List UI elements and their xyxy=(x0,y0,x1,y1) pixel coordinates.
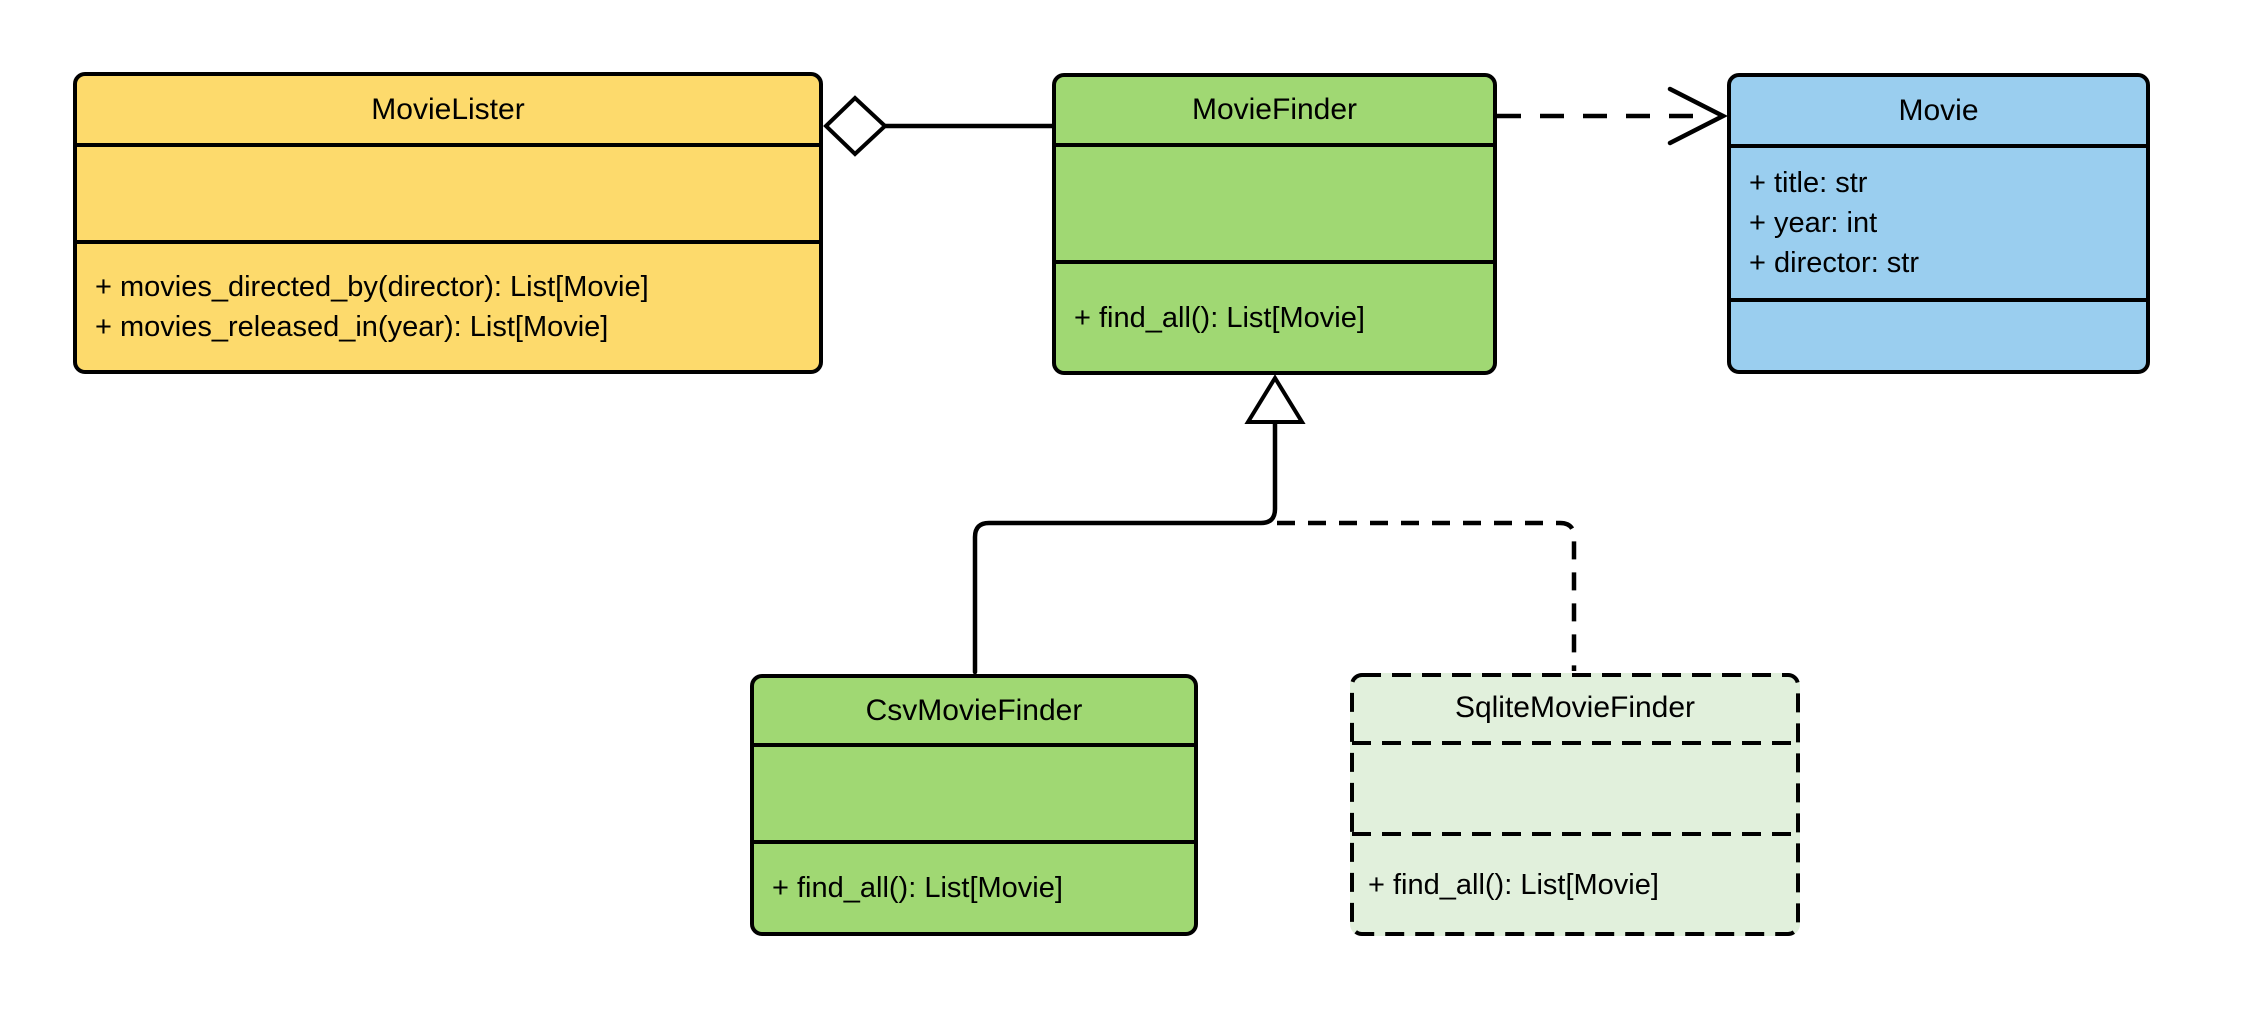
open-arrowhead-marker xyxy=(1667,86,1728,146)
method-label: + find_all(): List[Movie] xyxy=(1368,869,1659,901)
inheritance-line-solid[interactable] xyxy=(972,419,1278,675)
class-movie-title: Movie xyxy=(1731,77,2146,144)
method-label: + find_all(): List[Movie] xyxy=(772,872,1063,904)
method-label: + find_all(): List[Movie] xyxy=(1074,301,1365,334)
class-moviefinder[interactable]: MovieFinder + find_all(): List[Movie] xyxy=(1052,73,1497,375)
edge-inheritance-sqlitemoviefinder-moviefinder[interactable] xyxy=(1277,520,1577,671)
class-name-label: SqliteMovieFinder xyxy=(1454,691,1696,724)
class-movie-attributes: + title: str + year: int + director: str xyxy=(1731,144,2146,298)
class-movielister-title: MovieLister xyxy=(77,76,819,143)
hollow-triangle-marker xyxy=(1244,374,1306,424)
class-movie-methods xyxy=(1731,298,2146,370)
class-csvmoviefinder[interactable]: CsvMovieFinder + find_all(): List[Movie] xyxy=(750,674,1198,936)
method-label: + movies_released_in(year): List[Movie] xyxy=(95,311,609,343)
class-movielister[interactable]: MovieLister + movies_directed_by(directo… xyxy=(73,72,823,374)
class-name-label: MovieFinder xyxy=(1191,93,1358,126)
sqlitemoviefinder-dashed-border xyxy=(1350,673,1800,936)
class-movie[interactable]: Movie + title: str + year: int + directo… xyxy=(1727,73,2150,374)
class-moviefinder-attributes xyxy=(1056,143,1493,260)
class-name-label: MovieLister xyxy=(371,92,525,126)
class-moviefinder-methods: + find_all(): List[Movie] xyxy=(1056,260,1493,371)
class-sqlitemoviefinder[interactable]: SqliteMovieFinder + find_all(): List[Mov… xyxy=(1350,673,1800,936)
class-movielister-attributes xyxy=(77,143,819,240)
class-sqlitemoviefinder-title: SqliteMovieFinder xyxy=(1350,673,1800,743)
attribute-label: + director: str xyxy=(1749,247,1920,279)
class-name-label: CsvMovieFinder xyxy=(865,693,1083,727)
class-csvmoviefinder-attributes xyxy=(754,743,1194,840)
class-csvmoviefinder-methods: + find_all(): List[Movie] xyxy=(754,840,1194,932)
edge-dependency-moviefinder-movie[interactable] xyxy=(1497,86,1728,146)
attribute-label: + year: int xyxy=(1749,207,1878,239)
hollow-diamond-marker xyxy=(823,95,888,157)
class-name-label: Movie xyxy=(1898,93,1979,127)
edge-aggregation-movielister-moviefinder[interactable] xyxy=(823,95,1052,157)
method-label: + movies_directed_by(director): List[Mov… xyxy=(95,271,649,303)
class-sqlitemoviefinder-methods: + find_all(): List[Movie] xyxy=(1350,834,1800,936)
dashed-box-outline xyxy=(1350,673,1800,936)
class-moviefinder-title: MovieFinder xyxy=(1056,77,1493,143)
inheritance-line-dashed[interactable] xyxy=(1277,520,1577,671)
class-sqlitemoviefinder-attributes xyxy=(1350,743,1800,834)
class-movielister-methods: + movies_directed_by(director): List[Mov… xyxy=(77,240,819,370)
edge-inheritance-csvmoviefinder-moviefinder[interactable] xyxy=(972,419,1278,675)
attribute-label: + title: str xyxy=(1749,167,1868,199)
class-csvmoviefinder-title: CsvMovieFinder xyxy=(754,678,1194,743)
